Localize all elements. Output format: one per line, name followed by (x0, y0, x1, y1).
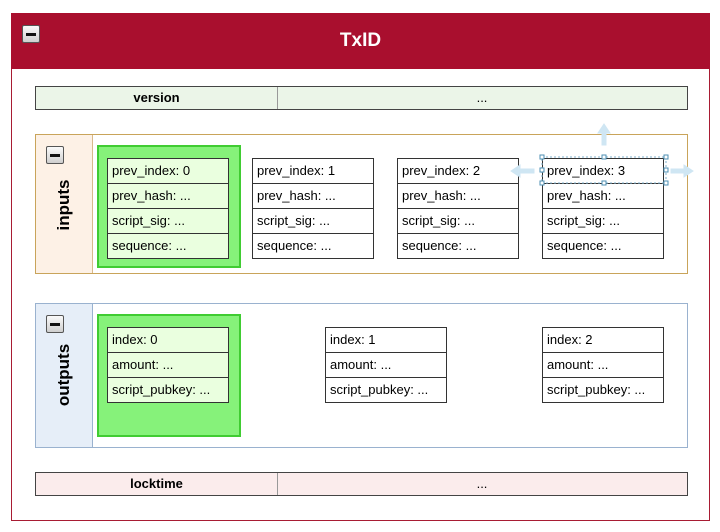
connect-arrow-up-stem (601, 132, 607, 146)
input-0-sequence: sequence: ... (112, 238, 187, 253)
input-0-prev-hash: prev_hash: ... (108, 184, 228, 209)
output-1-index: index: 1 (326, 328, 446, 353)
input-1-table[interactable]: prev_index: 1 prev_hash: ... script_sig:… (252, 158, 374, 259)
resize-handle-b[interactable] (601, 180, 607, 186)
input-1-prev-hash: prev_hash: ... (253, 184, 373, 209)
input-1-script-sig: script_sig: ... (253, 209, 373, 234)
input-1-sequence: sequence: ... (257, 238, 332, 253)
connect-arrow-up-icon[interactable] (597, 123, 611, 134)
collapse-outputs-button[interactable] (46, 315, 64, 333)
title-bar (11, 13, 710, 69)
inputs-label-column (36, 135, 93, 273)
collapse-transaction-button[interactable] (22, 25, 40, 43)
connect-arrow-left-stem (519, 168, 535, 174)
locktime-value: ... (476, 476, 488, 491)
collapse-inputs-button[interactable] (46, 146, 64, 164)
input-2-table[interactable]: prev_index: 2 prev_hash: ... script_sig:… (397, 158, 519, 259)
output-2-amount: amount: ... (543, 353, 663, 378)
output-1-amount: amount: ... (326, 353, 446, 378)
input-0-prev-index: prev_index: 0 (108, 159, 228, 184)
input-3-sequence: sequence: ... (547, 238, 622, 253)
output-0-amount: amount: ... (108, 353, 228, 378)
transaction-title: TxID (339, 30, 382, 51)
resize-handle-t[interactable] (601, 154, 607, 160)
output-2-script-pubkey: script_pubkey: ... (547, 382, 646, 397)
input-3-table[interactable]: prev_index: 3 prev_hash: ... script_sig:… (542, 158, 664, 259)
connect-arrow-right-icon[interactable] (683, 164, 694, 178)
version-row: version ... (35, 86, 688, 110)
output-0-table[interactable]: index: 0 amount: ... script_pubkey: ... (107, 327, 229, 403)
resize-handle-tl[interactable] (539, 154, 545, 160)
input-3-prev-hash: prev_hash: ... (543, 184, 663, 209)
input-2-script-sig: script_sig: ... (398, 209, 518, 234)
locktime-label: locktime (36, 473, 278, 495)
resize-handle-br[interactable] (663, 180, 669, 186)
version-label: version (36, 87, 278, 109)
input-2-prev-index: prev_index: 2 (398, 159, 518, 184)
version-value: ... (476, 90, 488, 105)
connect-arrow-right-stem (670, 168, 685, 174)
input-0-script-sig: script_sig: ... (108, 209, 228, 234)
locktime-row: locktime ... (35, 472, 688, 496)
outputs-label: outputs (54, 343, 73, 407)
connect-arrow-left-icon[interactable] (510, 164, 521, 178)
input-1-prev-index: prev_index: 1 (253, 159, 373, 184)
output-2-table[interactable]: index: 2 amount: ... script_pubkey: ... (542, 327, 664, 403)
resize-handle-bl[interactable] (539, 180, 545, 186)
input-2-prev-hash: prev_hash: ... (398, 184, 518, 209)
input-0-table[interactable]: prev_index: 0 prev_hash: ... script_sig:… (107, 158, 229, 259)
outputs-label-column (36, 304, 93, 447)
selection-handles (510, 123, 694, 186)
selection-outline (541, 156, 667, 184)
output-2-index: index: 2 (543, 328, 663, 353)
inputs-label: inputs (54, 179, 73, 231)
output-0-script-pubkey: script_pubkey: ... (112, 382, 211, 397)
output-0-index: index: 0 (108, 328, 228, 353)
input-3-script-sig: script_sig: ... (543, 209, 663, 234)
output-1-script-pubkey: script_pubkey: ... (330, 382, 429, 397)
resize-handle-l[interactable] (539, 167, 545, 173)
resize-handle-r[interactable] (663, 167, 669, 173)
resize-handle-tr[interactable] (663, 154, 669, 160)
input-2-sequence: sequence: ... (402, 238, 477, 253)
output-1-table[interactable]: index: 1 amount: ... script_pubkey: ... (325, 327, 447, 403)
